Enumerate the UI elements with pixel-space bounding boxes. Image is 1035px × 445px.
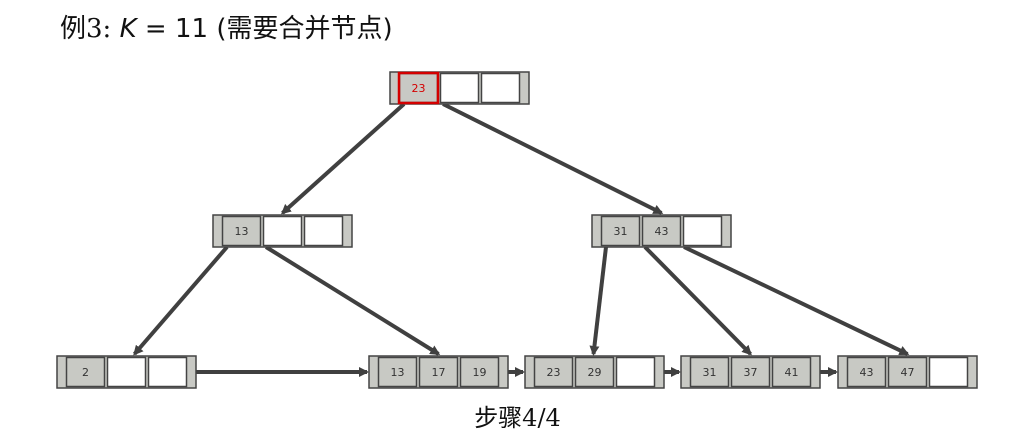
title-equals: = 11 — [144, 14, 209, 44]
empty-slot — [147, 356, 188, 388]
key-slot — [600, 215, 641, 247]
key-label: 23 — [547, 366, 561, 379]
highlight-box — [397, 71, 440, 105]
tree-edge-i1-l1 — [132, 245, 229, 356]
tree-node-l2: 13 17 19 — [368, 355, 509, 389]
key-slot — [533, 356, 574, 388]
key-label: 13 — [235, 225, 249, 238]
tree-node-l5: 43 47 — [837, 355, 978, 389]
empty-slot — [928, 356, 969, 388]
key-slot — [846, 356, 887, 388]
key-slot — [771, 356, 812, 388]
key-label: 43 — [860, 366, 874, 379]
title-prefix: 例3: — [60, 14, 112, 44]
empty-slot — [303, 215, 344, 247]
tree-edge-root-i1 — [281, 102, 406, 215]
key-slot — [641, 215, 682, 247]
nodes-layer: 23 13 31 43 2 13 17 19 23 29 31 37 41 43 47 — [56, 71, 978, 389]
step-caption: 步骤4/4 — [474, 404, 561, 432]
tree-edge-i1-l2 — [264, 245, 441, 356]
key-label: 13 — [391, 366, 405, 379]
tree-edge-root-i2 — [442, 102, 664, 215]
title-k-variable: K — [119, 14, 137, 44]
tree-node-i1: 13 — [212, 214, 353, 248]
key-label: 17 — [432, 366, 446, 379]
key-slot — [377, 356, 418, 388]
empty-slot — [480, 72, 521, 104]
empty-slot — [106, 356, 147, 388]
key-label: 41 — [785, 366, 799, 379]
key-label: 37 — [744, 366, 758, 379]
key-label: 47 — [901, 366, 915, 379]
tree-edge-i2-l5 — [683, 245, 910, 356]
key-label: 31 — [614, 225, 628, 238]
key-label: 29 — [588, 366, 602, 379]
key-slot — [887, 356, 928, 388]
key-slot — [418, 356, 459, 388]
empty-slot — [262, 215, 303, 247]
key-slot — [459, 356, 500, 388]
key-label: 2 — [82, 366, 89, 379]
tree-edge-i2-l3 — [589, 246, 608, 356]
tree-node-l3: 23 29 — [524, 355, 665, 389]
empty-slot — [682, 215, 723, 247]
empty-slot — [439, 72, 480, 104]
diagram-title: 例3: K = 11 (需要合并节点) — [60, 8, 393, 45]
key-label: 43 — [655, 225, 669, 238]
title-note: (需要合并节点) — [216, 14, 393, 44]
key-slot — [689, 356, 730, 388]
tree-node-l4: 31 37 41 — [680, 355, 821, 389]
tree-node-l1: 2 — [56, 355, 197, 389]
key-slot — [574, 356, 615, 388]
key-label: 19 — [473, 366, 487, 379]
key-slot — [221, 215, 262, 247]
tree-node-i2: 31 43 — [591, 214, 732, 248]
empty-slot — [615, 356, 656, 388]
key-label: 31 — [703, 366, 717, 379]
tree-node-root: 23 — [389, 71, 530, 105]
edges-layer — [132, 102, 910, 377]
key-label: 23 — [412, 82, 426, 95]
tree-edge-i2-l4 — [643, 245, 752, 356]
key-slot — [65, 356, 106, 388]
key-slot — [730, 356, 771, 388]
